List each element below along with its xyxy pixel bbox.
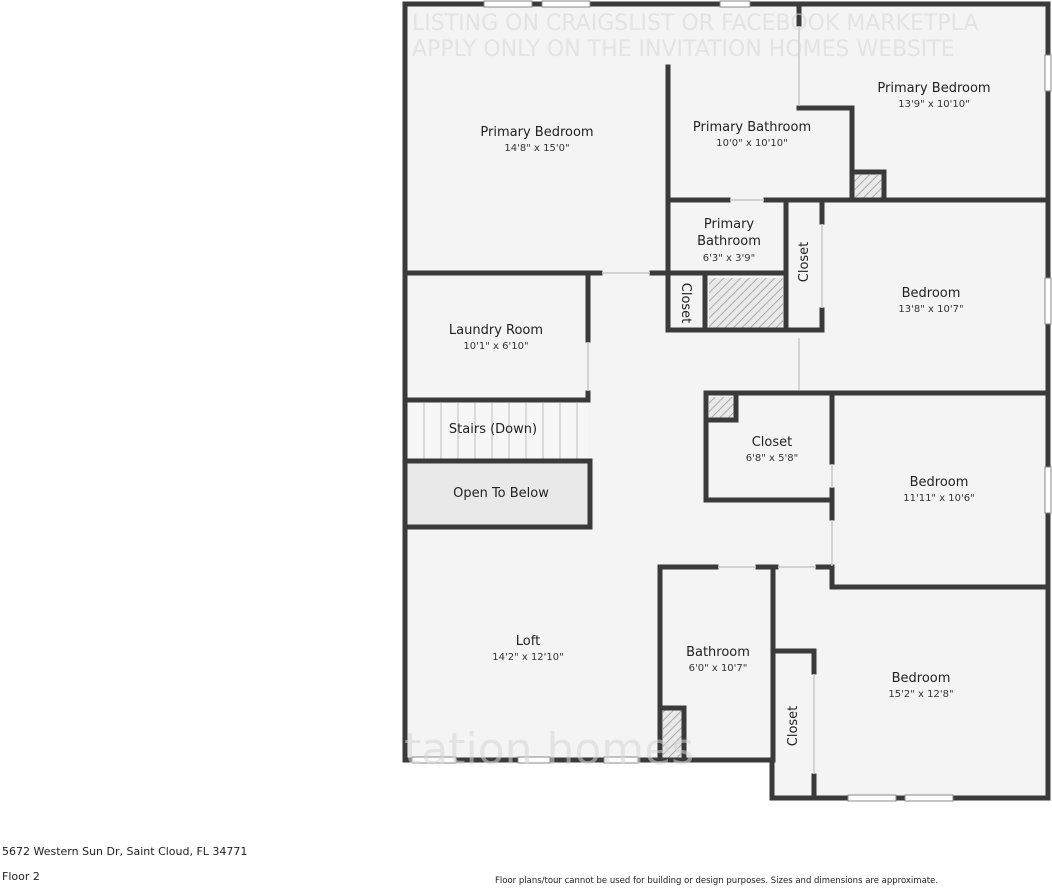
room-name: Closet (678, 283, 693, 324)
disclaimer-text: Floor plans/tour cannot be used for buil… (495, 876, 939, 886)
room-name: Primary Bedroom (877, 81, 990, 96)
hatched-chase (854, 175, 882, 200)
room-name: Bedroom (910, 475, 969, 490)
room-name: Bathroom (686, 645, 750, 660)
room-name: Primary Bedroom (480, 125, 593, 140)
open-to-below-area (407, 463, 588, 525)
room-dimensions: 10'0" x 10'10" (716, 138, 788, 149)
room-name: Closet (752, 435, 793, 450)
room-name: Stairs (Down) (449, 422, 537, 437)
hatched-chase (663, 710, 683, 758)
floor-label: Floor 2 (2, 870, 40, 883)
windows (411, 0, 1052, 802)
room-name: Bedroom (892, 671, 951, 686)
room-dimensions: 15'2" x 12'8" (888, 689, 953, 700)
room-dimensions: 6'3" x 3'9" (703, 253, 755, 264)
room-dimensions: 11'11" x 10'6" (903, 493, 975, 504)
room-name: Closet (797, 242, 812, 283)
room-labels: Primary Bedroom 14'8" x 15'0" Primary Ba… (449, 81, 991, 746)
watermark: LISTING ON CRAIGSLIST OR FACEBOOK MARKET… (404, 11, 978, 775)
doorways (587, 26, 833, 774)
walls (402, 1, 1051, 801)
room-name: Primary Bathroom (693, 120, 811, 135)
room-dimensions: 14'2" x 12'10" (492, 652, 564, 663)
room-dimensions: 13'9" x 10'10" (898, 99, 970, 110)
room-name: Bathroom (697, 234, 761, 249)
hatched-chase (709, 278, 783, 330)
room-dimensions: 6'8" x 5'8" (746, 453, 798, 464)
hatched-chase (709, 397, 735, 419)
room-name: Open To Below (453, 486, 549, 501)
room-dimensions: 13'8" x 10'7" (898, 304, 963, 315)
room-dimensions: 10'1" x 6'10" (463, 341, 528, 352)
room-name: Closet (786, 706, 801, 747)
watermark-brand: tation homes (404, 724, 694, 775)
watermark-line1: LISTING ON CRAIGSLIST OR FACEBOOK MARKET… (412, 11, 978, 36)
stairs-treads (407, 402, 588, 460)
room-name: Bedroom (902, 286, 961, 301)
room-name: Laundry Room (449, 323, 543, 338)
room-name: Primary (704, 217, 755, 232)
room-name: Loft (516, 634, 540, 649)
property-address: 5672 Western Sun Dr, Saint Cloud, FL 347… (2, 845, 248, 858)
room-dimensions: 6'0" x 10'7" (689, 663, 748, 674)
watermark-line2: APPLY ONLY ON THE INVITATION HOMES WEBSI… (412, 37, 955, 62)
room-dimensions: 14'8" x 15'0" (504, 143, 569, 154)
